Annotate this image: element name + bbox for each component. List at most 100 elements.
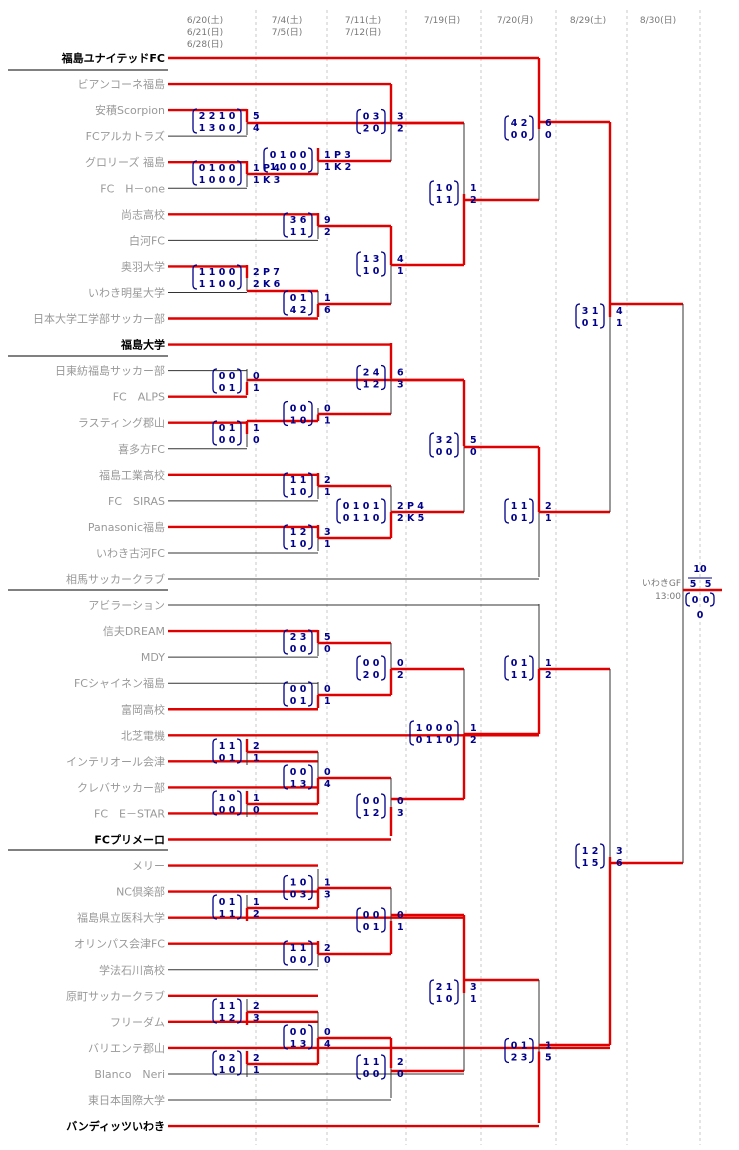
half-score: 0 xyxy=(219,897,226,908)
score-bracket-right xyxy=(307,524,313,550)
team-name: 喜多方FC xyxy=(118,442,165,456)
half-score: 0 xyxy=(229,793,236,804)
half-score: 1 xyxy=(511,501,518,512)
team-b-score: 0 xyxy=(324,955,331,966)
half-score: 0 xyxy=(300,878,307,889)
date-column-dividers xyxy=(255,10,701,1145)
score-bracket-left xyxy=(212,420,218,446)
half-score: 0 xyxy=(446,183,453,194)
score-bracket-left xyxy=(504,655,510,681)
score-bracket-right xyxy=(380,1054,386,1080)
team-b-score: 0 xyxy=(397,1069,404,1080)
half-score: 0 xyxy=(373,266,380,277)
half-score: 0 xyxy=(363,1069,370,1080)
half-score: 0 xyxy=(436,447,443,458)
team-b-score: 1 xyxy=(253,383,260,394)
score-bracket-left xyxy=(283,940,289,966)
half-score: 0 xyxy=(363,112,370,123)
half-score: 1 xyxy=(373,1057,380,1068)
score-bracket-left xyxy=(356,251,362,277)
team-name: FCシャイネン福島 xyxy=(74,676,165,690)
score-bracket-left xyxy=(283,681,289,707)
half-score: 3 xyxy=(209,123,216,134)
half-score: 0 xyxy=(219,435,226,446)
half-score: 3 xyxy=(373,254,380,265)
half-score: 1 xyxy=(300,475,307,486)
team-a-score: 0 xyxy=(397,658,404,669)
half-score: 0 xyxy=(290,644,297,655)
team-b-score: 4 xyxy=(324,779,331,790)
team-name: バンディッツいわき xyxy=(66,1119,165,1133)
half-score: 3 xyxy=(436,435,443,446)
team-b-score: 1 xyxy=(324,162,331,173)
half-score: 0 xyxy=(209,175,216,186)
pk-score: P 4 xyxy=(407,501,424,512)
half-score: 0 xyxy=(229,371,236,382)
score-bracket-right xyxy=(380,364,386,391)
team-name: 富岡高校 xyxy=(121,702,165,716)
score-bracket-left xyxy=(283,874,289,901)
half-score: 0 xyxy=(219,1053,226,1064)
score-bracket-left xyxy=(212,738,218,764)
team-name: MDY xyxy=(141,651,165,664)
team-name: 信夫DREAM xyxy=(103,625,165,638)
round-dates: 6/20(土)6/21(日)6/28(日)7/4(土)7/5(日)7/11(土)… xyxy=(187,14,676,50)
half-score: 0 xyxy=(363,910,370,921)
score-bracket-left xyxy=(504,498,510,524)
team-b-score: 1 xyxy=(253,1065,260,1076)
half-score: 1 xyxy=(300,943,307,954)
team-name: クレバサッカー部 xyxy=(77,780,165,794)
half-score: 3 xyxy=(582,306,589,317)
half-score: 1 xyxy=(270,162,277,173)
team-a-score: 3 xyxy=(616,846,623,857)
team-b-score: 1 xyxy=(616,318,623,329)
score-bracket-right xyxy=(307,400,313,427)
final-venue: いわきGF xyxy=(642,578,681,589)
team-name: アビラーション xyxy=(88,599,165,612)
score-bracket-right xyxy=(236,368,242,394)
score-bracket-right xyxy=(528,115,534,141)
half-score: 1 xyxy=(209,267,216,278)
half-score: 3 xyxy=(300,632,307,643)
half-score: 0 xyxy=(290,684,297,695)
final-half: 5 xyxy=(690,579,697,590)
score-bracket-right xyxy=(380,108,386,135)
team-a-score: 1 xyxy=(545,658,552,669)
team-a-score: 1 xyxy=(253,793,260,804)
team-name: 相馬サッカークラブ xyxy=(66,572,165,586)
half-score: 0 xyxy=(219,805,226,816)
team-a-score: 2 xyxy=(253,1001,260,1012)
half-score: 0 xyxy=(229,111,236,122)
team-a-score: 2 xyxy=(324,943,331,954)
score-bracket-right xyxy=(236,160,242,186)
half-score: 1 xyxy=(219,1013,226,1024)
half-score: 1 xyxy=(229,1001,236,1012)
half-score: 2 xyxy=(363,368,370,379)
team-a-score: 2 xyxy=(253,741,260,752)
half-score: 1 xyxy=(363,808,370,819)
team-name: 福島工業高校 xyxy=(99,468,165,482)
team-a-score: 2 xyxy=(545,501,552,512)
half-score: 1 xyxy=(219,1065,226,1076)
half-score: 1 xyxy=(290,943,297,954)
team-a-score: 5 xyxy=(253,111,260,122)
score-bracket-left xyxy=(283,472,289,498)
half-score: 0 xyxy=(363,922,370,933)
team-b-score: 2 xyxy=(470,735,477,746)
team-a-score: 3 xyxy=(324,527,331,538)
score-bracket-left xyxy=(283,764,289,790)
half-score: 0 xyxy=(229,435,236,446)
team-b-score: 0 xyxy=(545,130,552,141)
score-bracket-left xyxy=(283,400,289,427)
score-bracket-right xyxy=(599,303,605,329)
half-score: 0 xyxy=(290,955,297,966)
final-half: 0 xyxy=(692,595,699,606)
